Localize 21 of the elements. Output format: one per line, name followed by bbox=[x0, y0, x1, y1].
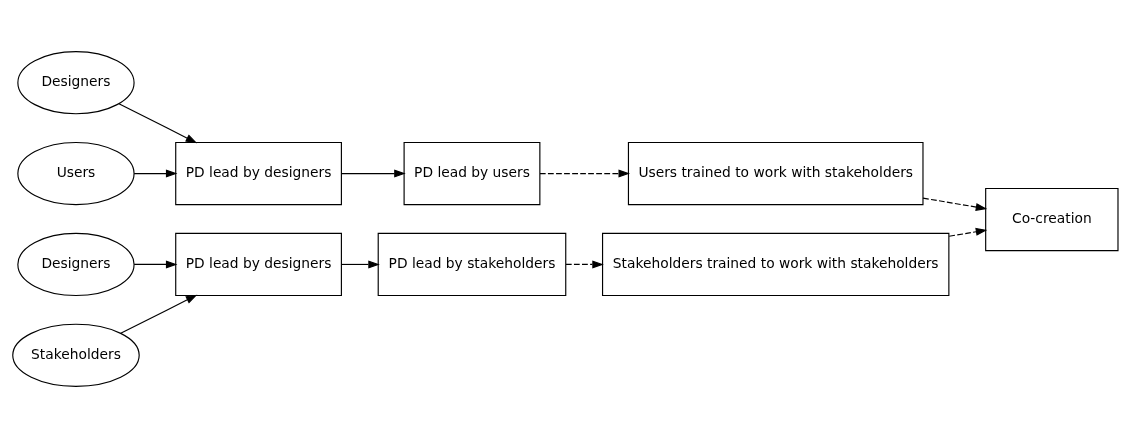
arrow bbox=[133, 169, 178, 178]
node-ellipse: Users bbox=[17, 141, 135, 205]
arrow bbox=[922, 197, 988, 211]
arrow bbox=[565, 259, 604, 268]
node-box: PD lead by users bbox=[403, 141, 541, 205]
arrow bbox=[948, 227, 988, 237]
node-box: Co-creation bbox=[985, 187, 1119, 251]
arrow bbox=[341, 169, 406, 178]
node-box: PD lead by designers bbox=[175, 141, 342, 205]
arrow bbox=[133, 259, 178, 268]
node-ellipse: Stakeholders bbox=[12, 323, 140, 387]
node-box: Stakeholders trained to work with stakeholders bbox=[602, 232, 950, 296]
arrow bbox=[120, 294, 198, 334]
node-ellipse: Designers bbox=[17, 232, 135, 296]
arrow bbox=[118, 102, 198, 143]
node-box: PD lead by stakeholders bbox=[377, 232, 567, 296]
arrow bbox=[341, 259, 380, 268]
node-ellipse: Designers bbox=[17, 50, 135, 114]
arrow bbox=[539, 169, 630, 178]
node-box: Users trained to work with stakeholders bbox=[627, 141, 924, 205]
node-box: PD lead by designers bbox=[175, 232, 342, 296]
